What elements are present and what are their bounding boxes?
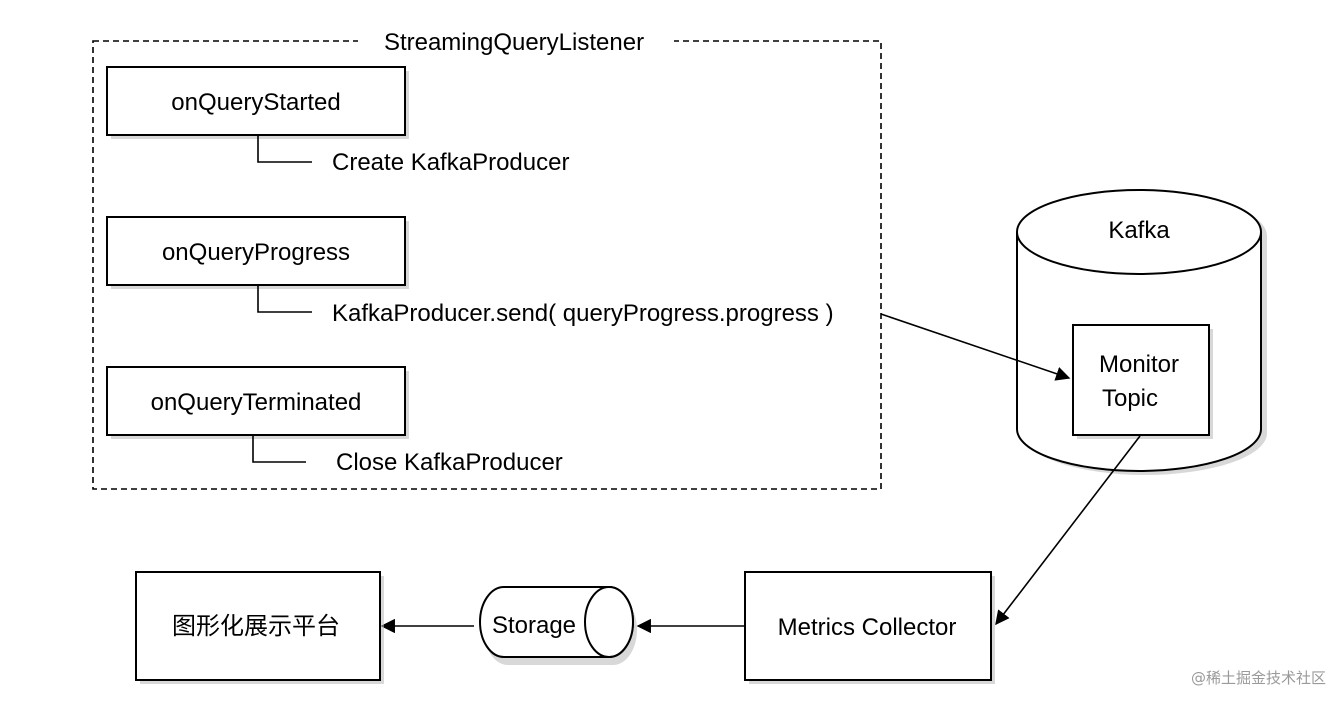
listener-title: StreamingQueryListener: [384, 29, 644, 56]
create-producer-text: Create KafkaProducer: [332, 149, 569, 176]
visualization-platform-label: 图形化展示平台: [172, 612, 340, 640]
send-arrow: [880, 313, 1071, 381]
on-query-progress-label: onQueryProgress: [162, 239, 350, 266]
close-producer-text: Close KafkaProducer: [336, 449, 563, 476]
storage-label: Storage: [492, 612, 576, 639]
on-query-started-connector: [257, 135, 312, 163]
storage-cylinder: Storage: [479, 586, 637, 665]
listener-container: StreamingQueryListener: [92, 28, 882, 490]
on-query-progress-connector: [257, 285, 312, 313]
metrics-collector-box: Metrics Collector: [744, 571, 995, 684]
on-query-terminated-box: onQueryTerminated: [106, 366, 409, 439]
monitor-topic-box: Monitor Topic: [1072, 324, 1213, 439]
on-query-terminated-label: onQueryTerminated: [151, 389, 362, 416]
on-query-started-label: onQueryStarted: [171, 89, 340, 116]
on-query-started-box: onQueryStarted: [106, 66, 409, 139]
visualization-platform-box: 图形化展示平台: [135, 571, 384, 684]
metrics-collector-label: Metrics Collector: [778, 614, 957, 641]
monitor-topic-line1: Monitor: [1099, 351, 1179, 378]
watermark-text: @稀土掘金技术社区: [1190, 669, 1326, 687]
on-query-terminated-connector: [252, 435, 306, 463]
collect-arrow: [995, 435, 1141, 626]
monitor-topic-line2: Topic: [1102, 385, 1158, 412]
on-query-progress-box: onQueryProgress: [106, 216, 409, 289]
kafka-label: Kafka: [1108, 217, 1170, 244]
send-progress-text: KafkaProducer.send( queryProgress.progre…: [332, 300, 834, 327]
